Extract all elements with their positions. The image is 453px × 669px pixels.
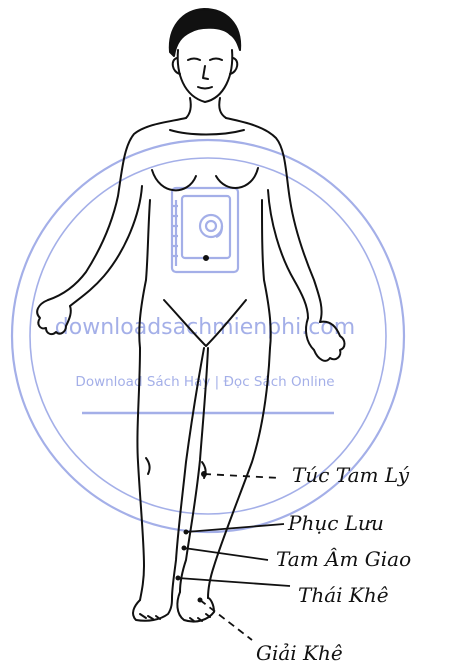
figure-arm-right-inner <box>268 190 308 318</box>
marker-phuc-luu <box>184 530 189 535</box>
marker-tam-am-giao <box>182 546 187 551</box>
figure-face <box>178 50 233 102</box>
pointer-giai-khe <box>200 600 252 640</box>
label-giai-khe: Giải Khê <box>256 641 343 665</box>
figure-knee-left <box>146 458 150 474</box>
pointer-thai-khe <box>178 578 290 586</box>
watermark-site-text: downloadsachmienphi.com <box>55 315 355 340</box>
label-tuc-tam-ly: Túc Tam Lý <box>292 463 410 487</box>
marker-thai-khe <box>176 576 181 581</box>
figure-neck-right <box>219 98 226 118</box>
marker-tuc-tam-ly <box>201 471 207 477</box>
figure-neck-left <box>186 98 191 118</box>
pointer-tam-am-giao <box>184 548 268 560</box>
figure-toes-left <box>140 614 160 619</box>
figure-collarbone <box>170 130 244 135</box>
pointer-tuc-tam-ly <box>204 474 280 478</box>
label-thai-khe: Thái Khê <box>298 583 389 607</box>
figure-torso-right <box>226 118 322 322</box>
figure-nose <box>203 66 208 79</box>
figure-arm-left-inner <box>70 186 142 306</box>
figure-mouth <box>198 87 212 89</box>
figure-chest-right <box>216 168 258 188</box>
figure-eye-right <box>210 59 222 61</box>
figure-hair <box>170 9 240 56</box>
acupoint-labels: Túc Tam Lý Phục Lưu Tam Âm Giao Thái Khê… <box>256 463 411 665</box>
figure-foot-left <box>133 598 172 621</box>
label-tam-am-giao: Tam Âm Giao <box>276 547 411 571</box>
figure-navel <box>204 256 208 260</box>
label-phuc-luu: Phục Lưu <box>287 511 384 535</box>
marker-giai-khe <box>198 598 203 603</box>
figure-eye-left <box>188 59 200 61</box>
